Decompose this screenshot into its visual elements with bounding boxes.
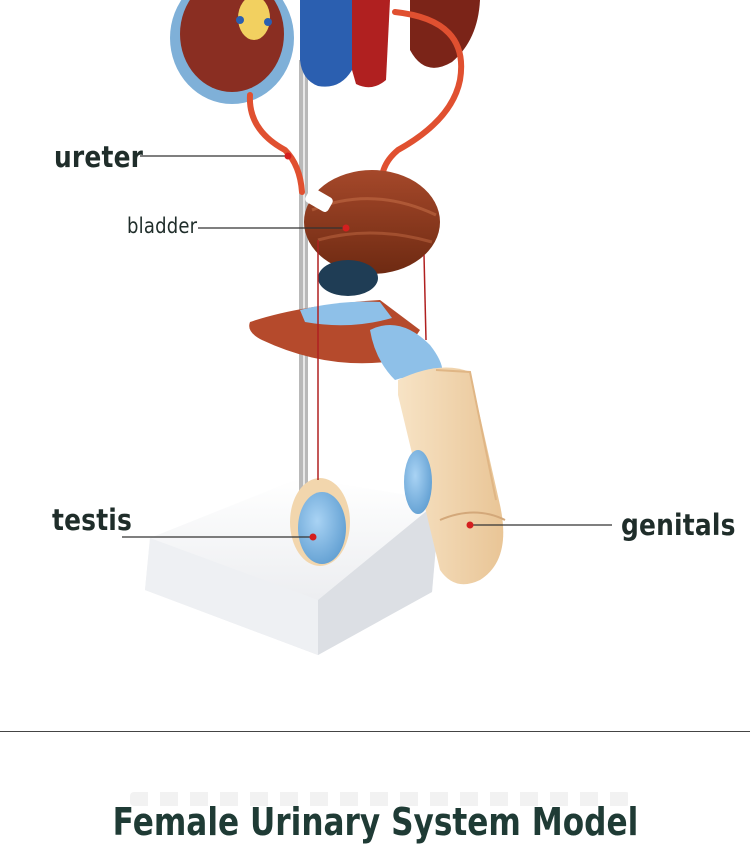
- model-diagram: ureter bladder testis genitals: [52, 0, 736, 655]
- bladder-organ: [304, 170, 440, 296]
- section-divider: [0, 731, 750, 732]
- leader-bladder: [198, 224, 350, 232]
- display-base: [145, 478, 440, 655]
- pelvic-structure: [249, 300, 443, 380]
- right-kidney: [410, 0, 480, 68]
- leader-genitals: [466, 521, 612, 529]
- left-kidney: [170, 0, 294, 104]
- page-title-text: Female Urinary System Model: [112, 800, 638, 844]
- leader-ureter: [140, 152, 292, 160]
- label-genitals: genitals: [621, 508, 736, 542]
- right-ureter: [378, 9, 465, 188]
- page-title: Female Urinary System Model: [0, 800, 750, 844]
- penis-organ: [398, 367, 506, 585]
- vena-cava: [300, 0, 352, 87]
- label-ureter: ureter: [54, 140, 144, 174]
- label-testis: testis: [52, 503, 133, 537]
- leader-testis: [122, 533, 317, 541]
- testis-organ: [290, 450, 432, 566]
- urinary-model-illustration: [122, 0, 612, 655]
- label-bladder: bladder: [127, 214, 198, 238]
- left-ureter: [246, 92, 305, 195]
- faded-background-text: [130, 792, 630, 806]
- aorta: [352, 0, 390, 88]
